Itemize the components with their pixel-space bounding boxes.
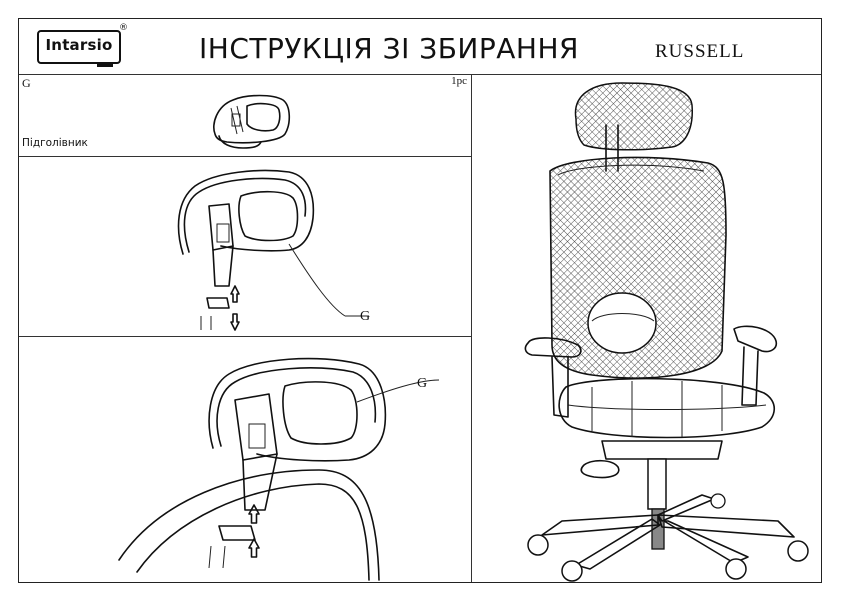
model-name: RUSSELL bbox=[655, 41, 745, 62]
parts-divider bbox=[19, 156, 471, 157]
brand-logo: Intarsio ® bbox=[37, 23, 128, 67]
registered-mark: ® bbox=[119, 23, 128, 33]
chair-illustration-panel bbox=[472, 75, 821, 582]
brand-name: Intarsio bbox=[45, 36, 113, 54]
step-1-callout: G bbox=[360, 309, 371, 324]
instruction-sheet: Intarsio ® ІНСТРУКЦІЯ ЗІ ЗБИРАННЯ RUSSEL… bbox=[18, 18, 822, 583]
page-title: ІНСТРУКЦІЯ ЗІ ЗБИРАННЯ bbox=[199, 32, 579, 65]
column-divider bbox=[471, 74, 472, 582]
logo-tab bbox=[97, 63, 113, 67]
header-divider bbox=[19, 74, 821, 75]
step-2-panel: G bbox=[19, 336, 471, 582]
step-2-callout: G bbox=[417, 376, 428, 391]
part-id: G bbox=[22, 76, 31, 90]
headrest bbox=[574, 82, 693, 151]
office-chair-drawing bbox=[524, 82, 809, 582]
step-1-panel: G bbox=[19, 156, 471, 336]
step-2-drawing bbox=[118, 357, 440, 581]
part-quantity: 1pc bbox=[451, 75, 467, 87]
step-1-drawing bbox=[177, 169, 369, 331]
step-divider bbox=[19, 336, 471, 337]
seat bbox=[558, 377, 776, 439]
part-name: Підголівник bbox=[22, 137, 88, 149]
parts-box: G 1pc Підголівник bbox=[19, 74, 471, 156]
headrest-part-drawing bbox=[213, 94, 291, 149]
